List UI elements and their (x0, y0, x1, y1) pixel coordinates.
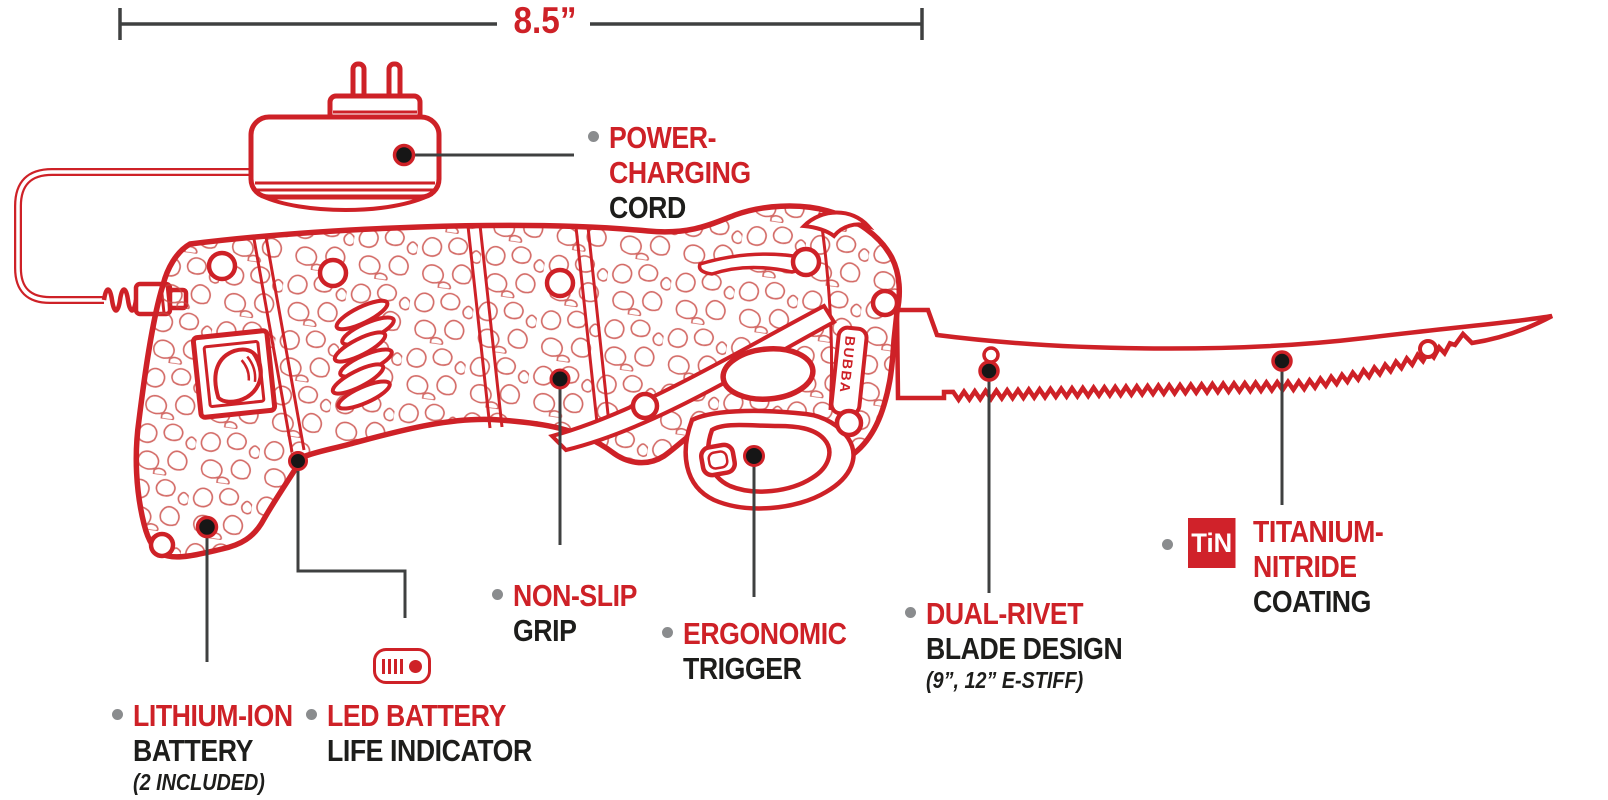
anchor-dot-lithium-battery (195, 515, 219, 539)
led-battery-indicator-icon (373, 648, 431, 684)
handle-seam (252, 236, 306, 453)
screw (870, 288, 900, 318)
led-bar (394, 658, 397, 674)
rivet-hole (982, 346, 1000, 364)
feature-title: LED BATTERY (327, 698, 506, 733)
dimension-label: 8.5” (513, 0, 577, 41)
screw (206, 250, 238, 282)
feature-subtitle: LIFE INDICATOR (327, 733, 532, 768)
dimension-line (118, 8, 924, 40)
feature-subtitle: BATTERY (133, 733, 253, 768)
leader-led-indicator (296, 468, 407, 618)
led-bar (400, 658, 403, 674)
callout-leaders (205, 153, 1284, 662)
feature-subtitle: BLADE DESIGN (926, 631, 1123, 666)
fish-logo-badge (190, 328, 278, 420)
cord-strain-relief (101, 287, 139, 313)
led-bar (388, 658, 391, 674)
vent-slot (336, 379, 392, 411)
anchor-dot-dual-rivet (978, 360, 1000, 382)
callout-dual-rivet: DUAL-RIVET BLADE DESIGN (9”, 12” E-STIFF… (905, 596, 1154, 694)
bullet-icon (1162, 539, 1173, 550)
blade-hole (1418, 339, 1438, 359)
callout-ergonomic-trigger-text: ERGONOMIC TRIGGER (683, 616, 847, 686)
bullet-icon (662, 627, 673, 638)
handle-seam (466, 224, 504, 429)
trigger-button-inner (707, 450, 729, 470)
feature-title: DUAL-RIVET (926, 596, 1084, 631)
screw (544, 267, 576, 299)
feature-note: (2 INCLUDED) (133, 769, 265, 795)
anchor-dot-ergonomic (743, 445, 765, 467)
bullet-icon (905, 607, 916, 618)
bullet-icon (112, 709, 123, 720)
feature-subtitle: GRIP (513, 613, 577, 648)
screw (317, 257, 349, 289)
screw (790, 246, 822, 278)
callout-tin-coating: TiN TITANIUM- NITRIDE COATING (1162, 514, 1405, 619)
blade-details (982, 339, 1438, 364)
tin-badge: TiN (1188, 518, 1236, 568)
knife-handle: BUBBA (133, 203, 903, 560)
feature-title: NITRIDE (1253, 549, 1357, 584)
feature-subtitle: TRIGGER (683, 651, 802, 686)
callout-dots (195, 143, 1293, 539)
screw (148, 531, 176, 559)
feature-title: NON-SLIP (513, 578, 637, 613)
led-dot (409, 659, 422, 673)
top-sliver-detail (697, 252, 810, 276)
fish-gill-lines (240, 353, 262, 384)
thumb-hole (720, 346, 816, 402)
rear-hook-detail (799, 210, 875, 239)
adapter-body (248, 114, 442, 200)
feature-note: (9”, 12” E-STIFF) (926, 667, 1084, 693)
bullet-icon (492, 589, 503, 600)
bullet-icon (588, 131, 599, 142)
callout-non-slip-grip: NON-SLIP GRIP (492, 578, 657, 648)
handle-vents (330, 298, 396, 411)
callout-power-cord-text: POWER- CHARGING CORD (609, 120, 751, 225)
power-adapter (248, 61, 442, 212)
anchor-dot-led-indicator (288, 451, 308, 471)
callout-led-indicator: LED BATTERY LIFE INDICATOR (306, 698, 565, 768)
callout-lithium-battery: LITHIUM-ION BATTERY (2 INCLUDED) (112, 698, 319, 796)
anchor-dot-non-slip (549, 368, 571, 390)
callout-tin-coating-text: TITANIUM- NITRIDE COATING (1253, 514, 1384, 619)
feature-subtitle: COATING (1253, 584, 1371, 619)
anchor-dot-tin-coating (1271, 350, 1293, 372)
callout-led-indicator-text: LED BATTERY LIFE INDICATOR (327, 698, 532, 768)
bullet-icon (306, 709, 317, 720)
adapter-body-lines (255, 181, 435, 192)
feature-title: CHARGING (609, 155, 751, 190)
handle-brand-text: BUBBA (837, 335, 859, 394)
feature-title: ERGONOMIC (683, 616, 847, 651)
callout-non-slip-grip-text: NON-SLIP GRIP (513, 578, 637, 648)
brand-badge: BUBBA (829, 325, 869, 417)
anchor-dot-power-cord (392, 143, 416, 167)
handle-seam (574, 226, 612, 434)
callout-dual-rivet-text: DUAL-RIVET BLADE DESIGN (9”, 12” E-STIFF… (926, 596, 1123, 694)
trigger-guard-inner (705, 422, 832, 494)
callout-ergonomic-trigger: ERGONOMIC TRIGGER (662, 616, 873, 686)
callout-power-cord: POWER- CHARGING CORD (588, 120, 774, 225)
adapter-bottom-cap (261, 192, 433, 212)
callout-lithium-battery-text: LITHIUM-ION BATTERY (2 INCLUDED) (133, 698, 293, 796)
feature-title: POWER- (609, 120, 717, 155)
trigger-button (698, 442, 738, 478)
screw (834, 408, 864, 438)
feature-title: LITHIUM-ION (133, 698, 293, 733)
blade-outline (894, 307, 1554, 404)
feature-title: TITANIUM- (1253, 514, 1384, 549)
led-bar (382, 658, 385, 674)
screw (630, 391, 660, 421)
handle-screws (148, 246, 900, 559)
feature-subtitle: CORD (609, 190, 686, 225)
cord-inner (16, 170, 252, 302)
